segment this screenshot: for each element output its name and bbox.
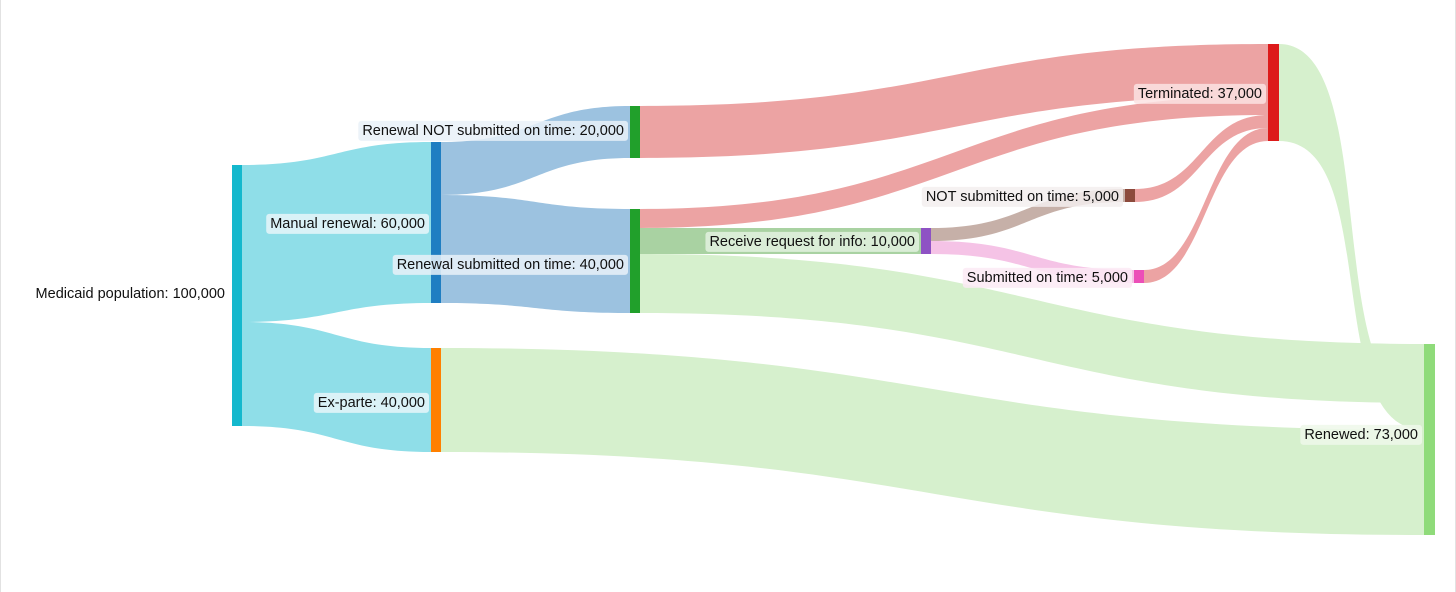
sankey-link-sub-to-renewed[interactable] — [640, 254, 1424, 403]
nodes-layer — [232, 44, 1435, 535]
sankey-node-label-info_sub: Submitted on time: 5,000 — [967, 270, 1128, 286]
sankey-link-nots-to-terminated[interactable] — [640, 44, 1268, 158]
sankey-node-info_sub[interactable] — [1134, 270, 1144, 283]
sankey-node-label-medicaid: Medicaid population: 100,000 — [36, 286, 225, 302]
sankey-link-exparte-to-renewed[interactable] — [441, 348, 1424, 535]
sankey-node-label-renewed: Renewed: 73,000 — [1304, 427, 1418, 443]
sankey-node-label-bg-terminated — [1133, 83, 1266, 104]
sankey-node-label-submitted: Renewal submitted on time: 40,000 — [397, 257, 624, 273]
sankey-node-label-not_submitted: Renewal NOT submitted on time: 20,000 — [362, 123, 624, 139]
links-layer — [242, 44, 1424, 535]
sankey-node-label-bg-manual — [266, 213, 429, 234]
sankey-link-manual-to-not_submitted[interactable] — [441, 106, 630, 195]
sankey-node-label-bg-request_info — [705, 231, 919, 252]
sankey-node-medicaid[interactable] — [232, 165, 242, 426]
sankey-node-label-bg-info_sub — [962, 267, 1132, 288]
sankey-node-label-exparte: Ex-parte: 40,000 — [318, 395, 425, 411]
sankey-node-exparte[interactable] — [431, 348, 441, 452]
sankey-node-manual[interactable] — [431, 142, 441, 303]
sankey-node-terminated[interactable] — [1268, 44, 1279, 141]
sankey-node-info_not_sub[interactable] — [1125, 189, 1135, 202]
sankey-link-ins-to-terminated[interactable] — [1135, 115, 1268, 202]
sankey-link-is-to-terminated[interactable] — [1144, 128, 1268, 283]
sankey-node-label-bg-renewed — [1300, 424, 1422, 445]
sankey-node-label-bg-submitted — [392, 254, 628, 275]
sankey-node-label-manual: Manual renewal: 60,000 — [270, 216, 425, 232]
sankey-link-sub-to-terminated[interactable] — [640, 96, 1268, 228]
sankey-node-submitted[interactable] — [630, 209, 640, 313]
sankey-node-label-bg-exparte — [313, 392, 429, 413]
sankey-link-is-to-renewed[interactable] — [1279, 44, 1424, 430]
sankey-node-label-bg-not_submitted — [358, 120, 628, 141]
sankey-node-label-request_info: Receive request for info: 10,000 — [709, 234, 915, 250]
labels-layer: Medicaid population: 100,000 Manual renew… — [36, 83, 1422, 445]
sankey-node-label-info_not_sub: NOT submitted on time: 5,000 — [926, 189, 1119, 205]
sankey-node-renewed[interactable] — [1424, 344, 1435, 535]
sankey-node-label-bg-info_not_sub — [921, 186, 1123, 207]
sankey-node-request_info[interactable] — [921, 228, 931, 254]
sankey-node-not_submitted[interactable] — [630, 106, 640, 158]
sankey-link-manual-to-submitted[interactable] — [441, 195, 630, 313]
sankey-node-label-terminated: Terminated: 37,000 — [1138, 86, 1262, 102]
sankey-link-medicaid-to-exparte[interactable] — [242, 322, 431, 452]
